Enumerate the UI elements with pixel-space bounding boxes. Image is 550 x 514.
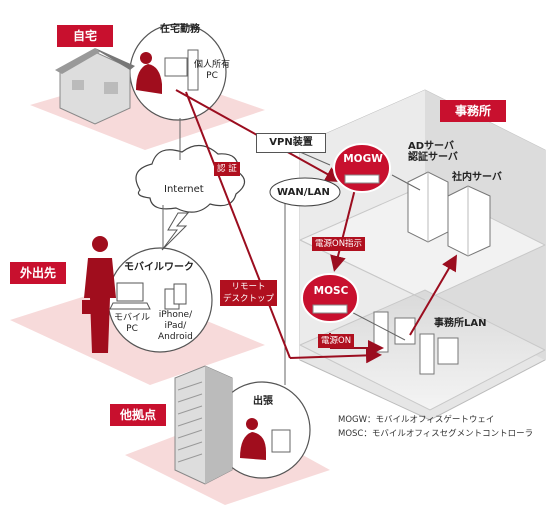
mogw-device: [333, 143, 391, 193]
wireless-lightning-icon: [161, 212, 190, 251]
mogw-label: MOGW: [343, 153, 383, 165]
office-pc-2-icon: [419, 333, 459, 375]
vpn-device: VPN装置: [256, 133, 326, 153]
trip-worker-icon: [240, 418, 291, 460]
legend-mosc: MOSC：モバイルオフィスセグメントコントローラ: [338, 429, 534, 439]
auth-tag: 認 証: [214, 162, 240, 176]
home-worker-icon: [136, 49, 199, 94]
remote-desktop-tag: リモート デスクトップ: [220, 280, 278, 306]
power-on-tag: 電源ON: [318, 334, 355, 348]
house-icon: [55, 48, 135, 125]
network-lines: [162, 118, 421, 385]
zone-outside-tag: 外出先: [10, 262, 66, 284]
mobile-devices-label: iPhone/ iPad/ Android: [158, 310, 193, 342]
zone-home-tag: 自宅: [57, 25, 113, 47]
branch-building-icon: [174, 365, 233, 485]
wan-lan-oval: [269, 177, 341, 207]
ad-server-icon: [407, 171, 449, 243]
internal-server-label: 社内サーバ: [452, 172, 502, 183]
mosc-device: [301, 273, 359, 323]
internal-server-icon: [447, 185, 491, 257]
business-trip-label: 出張: [253, 396, 273, 407]
legend-mogw: MOGW：モバイルオフィスゲートウェイ: [338, 415, 495, 425]
internet-label: Internet: [164, 184, 204, 195]
mobile-work-label: モバイルワーク: [124, 262, 194, 273]
personal-pc-label: 個人所有 PC: [194, 60, 231, 81]
home-work-label: 在宅勤務: [160, 24, 200, 35]
mobile-pc-label: モバイル PC: [114, 313, 151, 334]
wan-lan-label: WAN/LAN: [277, 187, 330, 198]
tablet-icon: [164, 283, 187, 310]
zone-branch-tag: 他拠点: [110, 404, 166, 426]
office-lan-label: 事務所LAN: [434, 318, 487, 329]
ad-server-label: ADサーバ 認証サーバ: [408, 141, 458, 163]
laptop-icon: [109, 282, 151, 310]
mosc-label: MOSC: [313, 285, 349, 297]
power-on-command-tag: 電源ON指示: [312, 237, 366, 251]
standing-person-icon: [82, 236, 116, 353]
zone-office-tag: 事務所: [440, 100, 506, 122]
